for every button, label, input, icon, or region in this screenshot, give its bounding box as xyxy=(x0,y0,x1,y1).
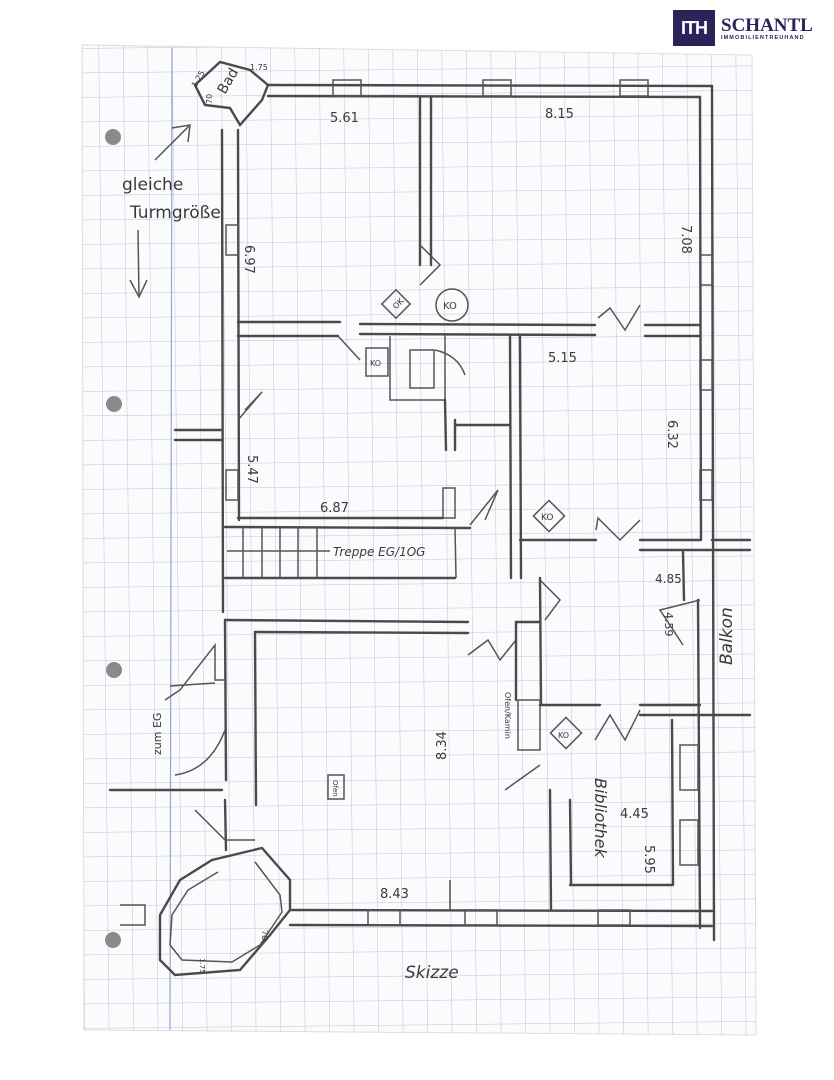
walls xyxy=(108,60,752,977)
label-ofen-big: Ofen xyxy=(331,780,339,797)
dim-bib-height: 5.95 xyxy=(641,845,656,874)
label-skizze: Skizze xyxy=(405,963,459,983)
dim-mid-left-width: 6.87 xyxy=(320,501,349,516)
label-zum-eg: zum EG xyxy=(151,713,164,755)
label-hall-ko: KO xyxy=(541,513,554,523)
logo-name: SCHANTL xyxy=(721,14,813,36)
label-bib-ko: KO xyxy=(558,731,569,740)
label-balkon: Balkon xyxy=(717,607,737,665)
punch-holes xyxy=(105,129,122,948)
direction-arrows xyxy=(129,124,191,299)
label-bibliothek: Bibliothek xyxy=(591,778,610,859)
label-ko-small: KO xyxy=(370,359,381,368)
dim-small-room-width: 4.85 xyxy=(655,572,682,586)
schantl-logo: ITH SCHANTL IMMOBILIENTREUHAND xyxy=(673,10,813,46)
logo-subtitle: IMMOBILIENTREUHAND xyxy=(721,34,805,41)
dim-big-room-width: 8.43 xyxy=(380,887,409,902)
label-stairs: Treppe EG/1OG xyxy=(333,545,425,559)
plan-labels: gleiche Turmgröße Bad 1.25 1.75 70 5.61 … xyxy=(122,63,737,983)
dim-top-right-width: 8.15 xyxy=(545,107,574,122)
note-turmgroesse: Turmgröße xyxy=(129,203,221,223)
note-gleiche: gleiche xyxy=(122,175,183,195)
dim-big-room-height: 8.34 xyxy=(435,731,450,760)
logo-mark: ITH xyxy=(673,10,715,46)
dim-small-room-height: 4.59 xyxy=(662,612,675,637)
label-ko-round: KO xyxy=(443,301,457,312)
dim-top-right-height: 7.08 xyxy=(678,225,693,254)
dim-top-left-width: 5.61 xyxy=(330,111,359,126)
dim-bad-3: 70 xyxy=(205,94,214,104)
dim-tower-1: 70 xyxy=(260,930,269,940)
dim-tower-2: 1.75 xyxy=(198,958,206,974)
dim-bad-2: 1.75 xyxy=(250,63,268,72)
dim-mid-left-height: 5.47 xyxy=(244,455,259,484)
label-ofen-kamin: Ofen/Kamin xyxy=(503,692,512,739)
dim-bib-width: 4.45 xyxy=(620,807,649,822)
dim-mid-right-width: 5.15 xyxy=(548,351,577,366)
dim-top-left-height: 6.97 xyxy=(241,245,256,274)
dim-mid-right-height: 6.32 xyxy=(664,420,679,449)
